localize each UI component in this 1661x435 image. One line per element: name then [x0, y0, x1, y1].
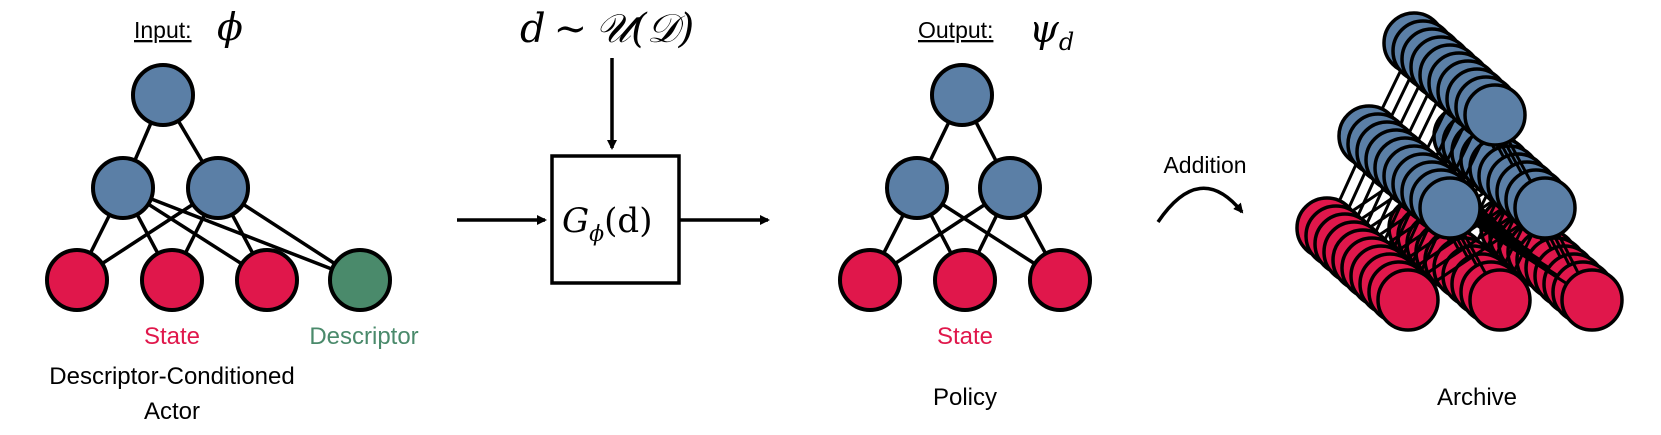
policy-hidden-node-2: [978, 156, 1042, 220]
policy-state-node-3: [1028, 248, 1092, 312]
output-psi: ψ: [1029, 7, 1060, 51]
actor-state-node-3: [235, 248, 299, 312]
actor-descriptor-label: Descriptor: [309, 323, 418, 350]
sampler-expression: d∼𝒰(𝒟): [520, 6, 694, 52]
actor-caption-line2: Actor: [144, 398, 200, 425]
generator-box: [550, 154, 681, 285]
actor-state-node-2: [140, 248, 204, 312]
actor-descriptor-node: [328, 248, 392, 312]
input-symbol: ϕ: [217, 5, 243, 49]
actor-network: [45, 63, 392, 312]
sampler-sim: ∼: [554, 6, 588, 52]
policy-state-node-1: [838, 248, 902, 312]
policy-network: [838, 63, 1092, 312]
generator-arg: (d): [604, 201, 652, 241]
sampler-D: (𝒟): [631, 6, 694, 52]
policy-state-label: State: [937, 323, 993, 350]
archive-policy-copy: [1376, 83, 1624, 332]
output-label: Output:: [918, 17, 993, 43]
output-sub: d: [1059, 28, 1074, 56]
input-label: Input:: [134, 17, 192, 43]
archive-stack: [1295, 11, 1624, 332]
actor-state-node-1: [45, 248, 109, 312]
archive-node: [1376, 268, 1440, 332]
policy-hidden-node-1: [885, 156, 949, 220]
addition-label: Addition: [1163, 152, 1246, 178]
policy-state-node-2: [933, 248, 997, 312]
actor-caption-line1: Descriptor-Conditioned: [49, 363, 294, 390]
actor-hidden-node-1: [91, 156, 155, 220]
archive-node: [1468, 268, 1532, 332]
sampler-d: d: [520, 6, 546, 52]
actor-output-node: [131, 63, 195, 127]
addition-arrow: [1156, 186, 1244, 223]
generator-expression: Gϕ(d): [562, 201, 652, 247]
archive-node: [1513, 176, 1577, 240]
actor-state-label: State: [144, 323, 200, 350]
policy-caption: Policy: [933, 384, 997, 411]
actor-hidden-node-2: [186, 156, 250, 220]
archive-node: [1560, 268, 1624, 332]
archive-caption: Archive: [1437, 384, 1517, 411]
output-symbol: ψd: [1029, 7, 1074, 56]
policy-output-node: [930, 63, 994, 127]
generator-G: G: [562, 201, 589, 241]
archive-node: [1418, 176, 1482, 240]
archive-node: [1463, 83, 1527, 147]
generator-sub: ϕ: [589, 222, 604, 247]
